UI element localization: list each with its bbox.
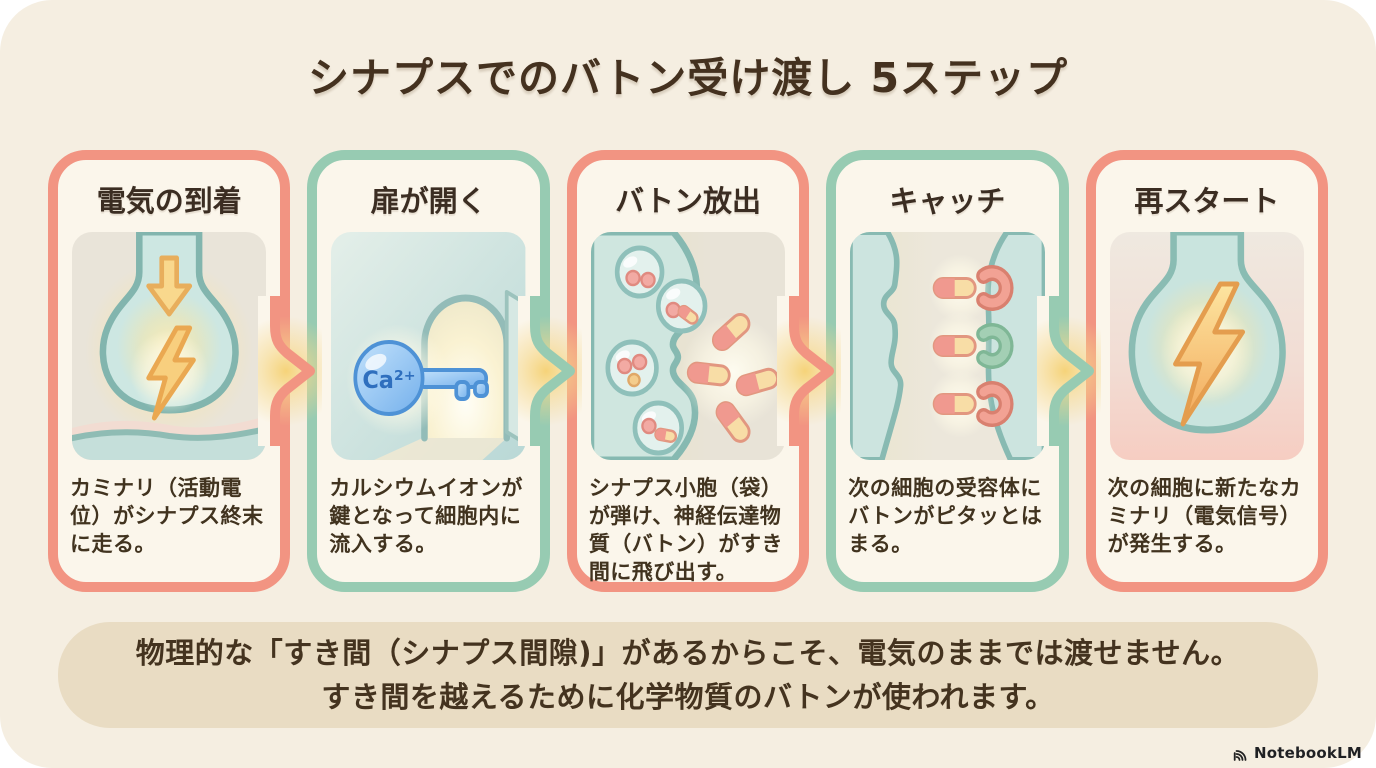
docked-capsule xyxy=(932,335,977,357)
vesicle-release-icon xyxy=(590,232,786,460)
receptor-pink xyxy=(976,265,1014,311)
step-3-description: シナプス小胞（袋）が弾け、神経伝達物質（バトン）がすき間に飛び出す。 xyxy=(588,476,783,585)
calcium-key-door-illustration: Ca²⁺ xyxy=(331,232,526,460)
vesicle-release-illustration xyxy=(590,232,786,460)
summary-note-line-2: すき間を越えるために化学物質のバトンが使われます。 xyxy=(321,680,1055,714)
page-title: シナプスでのバトン受け渡し 5ステップ xyxy=(307,54,1069,102)
docked-capsule xyxy=(932,393,977,415)
step-2-title: 扉が開く xyxy=(370,184,487,218)
vesicle-1 xyxy=(614,245,665,299)
calcium-key-door-icon: Ca²⁺ xyxy=(331,232,526,460)
docked-capsule xyxy=(932,277,977,299)
summary-note: 物理的な「すき間（シナプス間隙)」があるからこそ、電気のままでは渡せません。 す… xyxy=(58,622,1318,728)
step-3-title: バトン放出 xyxy=(615,184,761,218)
synapse-terminal-lightning-icon xyxy=(72,232,267,460)
step-card-5-restart: 再スタート 次の細胞に新たなカミナリ（電気信号）が発生する。 xyxy=(1085,150,1329,592)
summary-note-line-1: 物理的な「すき間（シナプス間隙)」があるからこそ、電気のままでは渡せません。 xyxy=(135,635,1241,670)
step-5-title: 再スタート xyxy=(1134,184,1280,218)
step-5-description: 次の細胞に新たなカミナリ（電気信号）が発生する。 xyxy=(1107,476,1302,557)
vesicle-4 xyxy=(632,400,684,456)
vesicle-2 xyxy=(655,278,708,334)
step-card-1-electric-arrival: 電気の到着 カミナリ（活動電位）がシナプス終末に走る。 xyxy=(48,150,323,592)
step-4-title: キャッチ xyxy=(889,184,1006,218)
step-1-description: カミナリ（活動電位）がシナプス終末に走る。 xyxy=(70,476,264,557)
notebooklm-logo-icon xyxy=(1233,750,1247,761)
steps-row: 電気の到着 カミナリ（活動電位）がシナプス終末に走る。 xyxy=(48,150,1329,592)
notebooklm-logo-text: NotebookLM xyxy=(1253,744,1362,762)
flying-capsule xyxy=(735,367,779,397)
calcium-ion-label: Ca²⁺ xyxy=(363,366,416,394)
flying-capsule xyxy=(715,401,751,443)
lightning-bolt-icon xyxy=(1109,232,1305,460)
step-2-description: カルシウムイオンが鍵となって細胞内に流入する。 xyxy=(329,476,523,557)
synapse-terminal-illustration xyxy=(72,232,267,460)
step-card-2-gate-opens: 扉が開く Ca²⁺ カルシウムイオンが鍵 xyxy=(307,150,582,592)
step-1-title: 電気の到着 xyxy=(96,184,242,218)
flying-capsule xyxy=(711,312,751,352)
receptor-green xyxy=(976,323,1014,369)
step-4-description: 次の細胞の受容体にバトンがピタッとはまる。 xyxy=(848,476,1043,557)
vesicle-3 xyxy=(605,339,659,397)
notebooklm-branding: NotebookLM xyxy=(1232,744,1362,762)
receptor-catch-icon xyxy=(850,232,1045,460)
flying-capsule xyxy=(686,361,731,387)
receptor-pink xyxy=(976,381,1014,427)
step-card-4-catch: キャッチ xyxy=(826,150,1101,592)
receptor-catch-illustration xyxy=(850,232,1045,460)
step-card-3-baton-release: バトン放出 xyxy=(566,150,842,592)
new-spark-illustration xyxy=(1109,232,1305,460)
